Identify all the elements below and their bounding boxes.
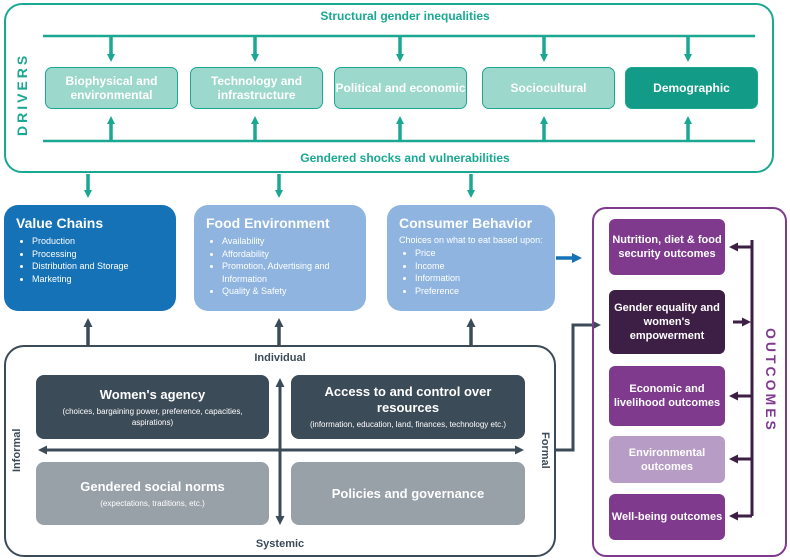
outcome-environmental: Environmental outcomes <box>609 436 725 483</box>
drivers-to-system-arrows <box>84 174 475 198</box>
list-item: Affordability <box>222 248 356 261</box>
drivers-title: DRIVERS <box>14 52 30 136</box>
outcomes-frame <box>592 207 787 557</box>
agency-up-arrows <box>83 318 476 345</box>
policies-governance-title: Policies and governance <box>331 485 485 501</box>
outcome-economic: Economic and livelihood outcomes <box>609 366 725 426</box>
food-environment-title: Food Environment <box>206 215 330 231</box>
bottom-arrows <box>107 116 692 141</box>
shocks-vulnerabilities-label: Gendered shocks and vulnerabilities <box>300 151 510 165</box>
list-item: Distribution and Storage <box>32 260 166 273</box>
top-arrows <box>107 36 692 62</box>
driver-sociocultural: Sociocultural <box>482 67 615 109</box>
agency-frame <box>4 345 556 557</box>
driver-demographic: Demographic <box>625 67 758 109</box>
outcomes-title: OUTCOMES <box>763 327 779 433</box>
value-chains-title: Value Chains <box>16 215 104 231</box>
driver-technology: Technology and infrastructure <box>190 67 323 109</box>
axis-label-systemic: Systemic <box>255 538 305 550</box>
list-item: Marketing <box>32 273 166 286</box>
social-norms-title: Gendered social norms <box>80 478 225 494</box>
list-item: Quality & Safety <box>222 285 356 298</box>
womens-agency-subtitle: (choices, bargaining power, preference, … <box>62 406 243 427</box>
driver-biophysical: Biophysical and environmental <box>45 67 178 109</box>
list-item: Income <box>415 260 545 273</box>
axis-label-individual: Individual <box>254 352 306 364</box>
consumer-behavior-subtitle: Choices on what to eat based upon: <box>399 235 543 245</box>
list-item: Availability <box>222 235 356 248</box>
food-environment-box: Food Environment Availability Affordabil… <box>194 205 366 311</box>
structural-inequalities-label: Structural gender inequalities <box>320 9 490 23</box>
drivers-frame <box>4 3 774 173</box>
list-item: Information <box>415 272 545 285</box>
consumer-behavior-title: Consumer Behavior <box>399 215 533 231</box>
access-resources-title: Access to and control over resources <box>324 384 492 415</box>
womens-agency-title: Women's agency <box>99 386 206 402</box>
driver-political: Political and economic <box>334 67 467 109</box>
policies-governance-box: Policies and governance <box>291 462 525 525</box>
list-item: Production <box>32 235 166 248</box>
outcome-well-being: Well-being outcomes <box>609 494 725 540</box>
womens-agency-box: Women's agency (choices, bargaining powe… <box>36 375 269 439</box>
list-item: Price <box>415 247 545 260</box>
axis-label-informal: Informal <box>11 428 23 472</box>
outcome-gender-equality: Gender equality and women's empowerment <box>609 290 725 354</box>
access-resources-box: Access to and control over resources (in… <box>291 375 525 439</box>
list-item: Preference <box>415 285 545 298</box>
social-norms-subtitle: (expectations, traditions, etc.) <box>100 498 205 508</box>
value-chains-box: Value Chains Production Processing Distr… <box>4 205 176 311</box>
axis-arrows <box>38 378 524 525</box>
list-item: Processing <box>32 248 166 261</box>
list-item: Promotion, Advertising and Information <box>222 260 356 285</box>
outcome-nutrition: Nutrition, diet & food security outcomes <box>609 219 725 275</box>
social-norms-box: Gendered social norms (expectations, tra… <box>36 462 269 525</box>
outcomes-feedback-arrows <box>729 242 752 521</box>
access-resources-subtitle: (information, education, land, finances,… <box>309 420 507 429</box>
axis-label-formal: Formal <box>539 431 551 469</box>
agency-to-outcomes-arrow <box>556 320 601 452</box>
consumer-behavior-box: Consumer Behavior Choices on what to eat… <box>387 205 555 311</box>
